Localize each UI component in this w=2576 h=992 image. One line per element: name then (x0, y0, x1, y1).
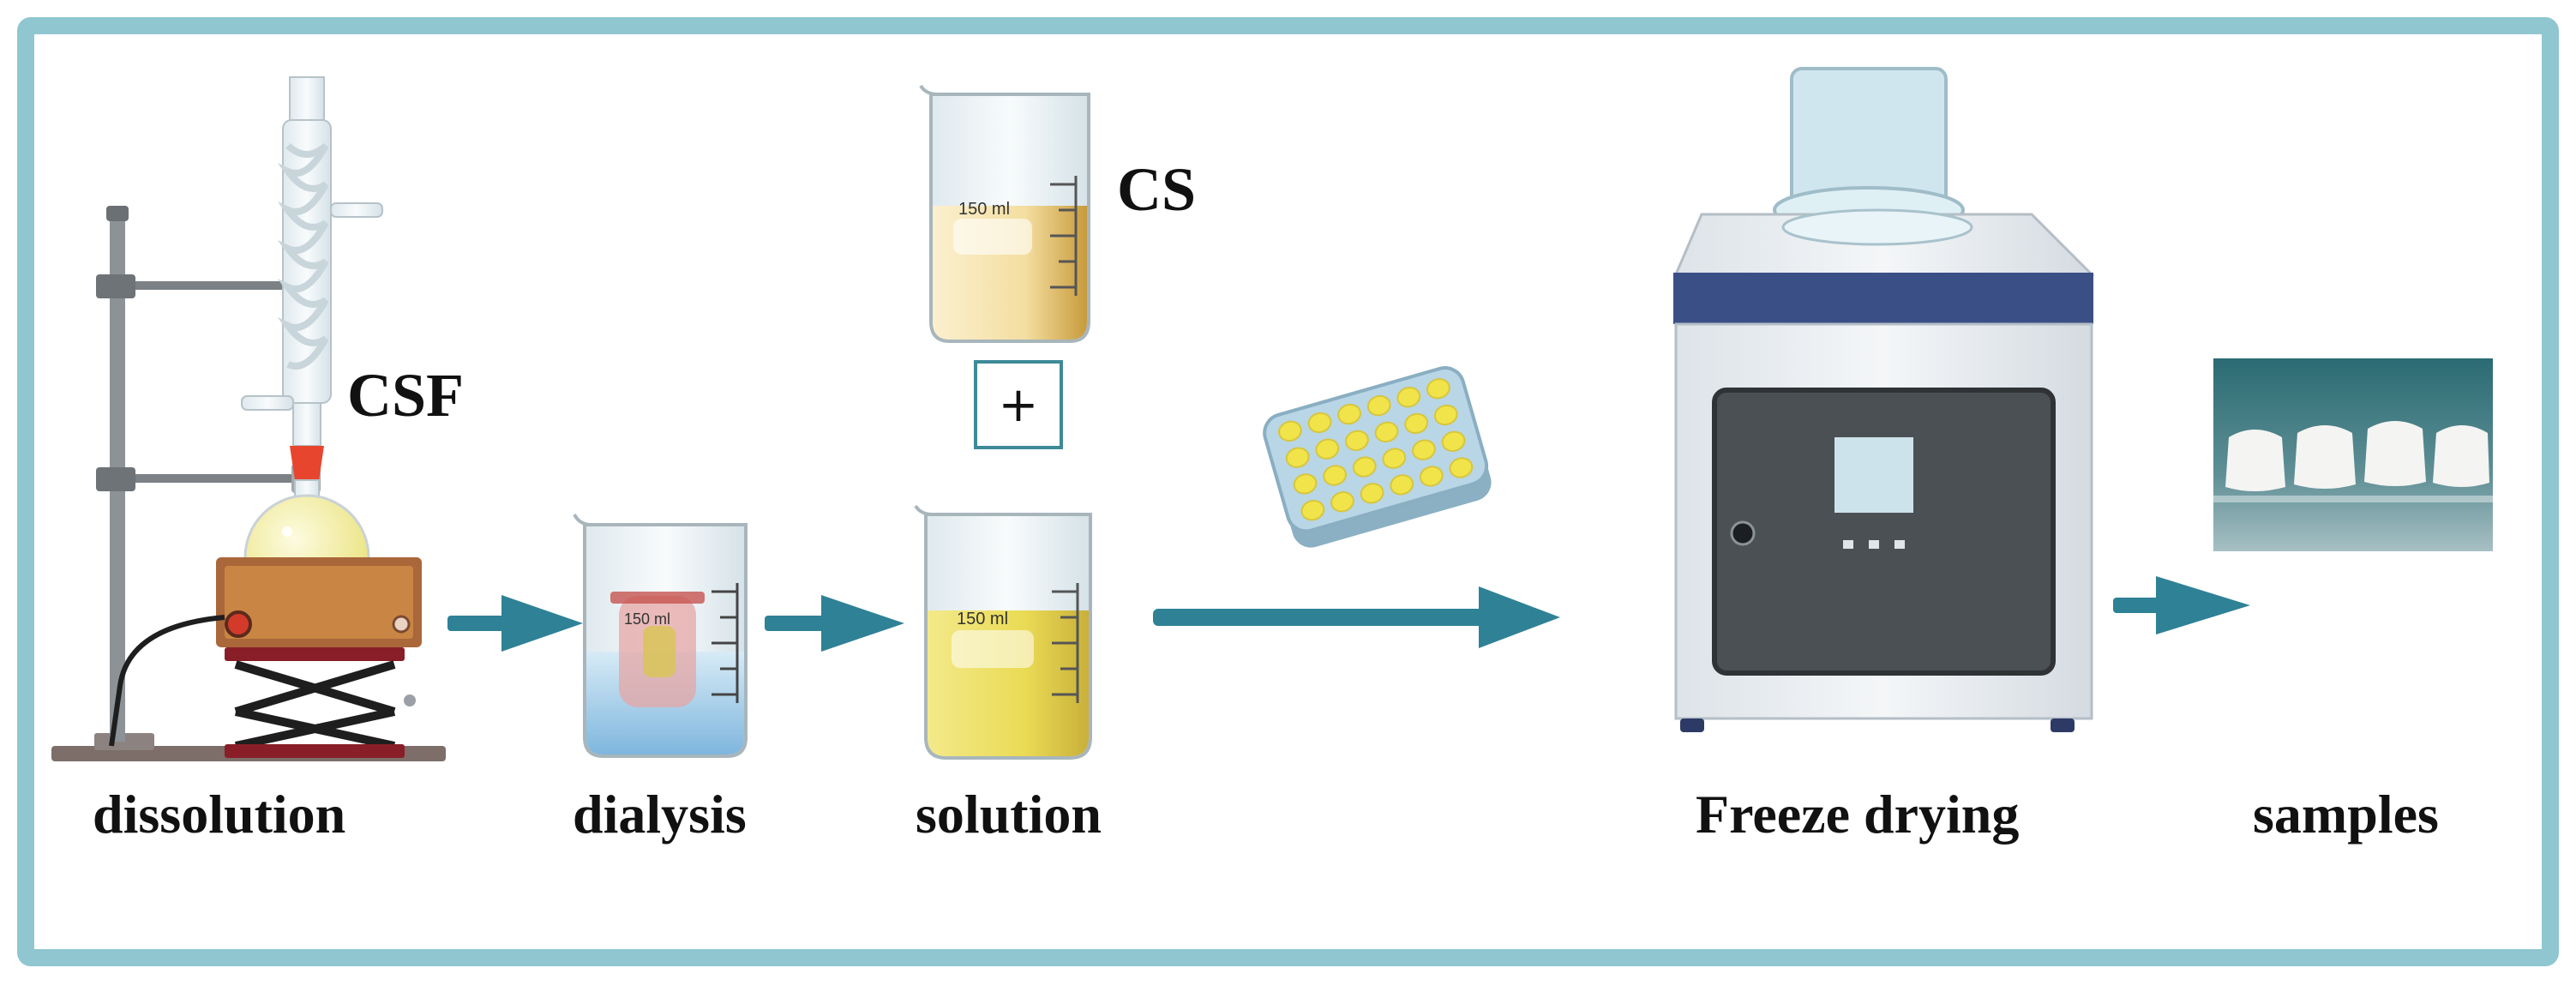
well (1300, 499, 1325, 521)
well (1404, 412, 1429, 435)
dialysis-beaker-icon: 150 ml (573, 514, 748, 758)
plus-icon: + (974, 360, 1063, 449)
dialysis-volume-text: 150 ml (624, 610, 670, 628)
well (1374, 421, 1399, 443)
well (1352, 456, 1377, 478)
reflux-apparatus-icon (51, 76, 446, 761)
arrow-freeze-drying-to-samples (2113, 576, 2250, 634)
cs-volume-text: 150 ml (958, 200, 1010, 219)
well (1360, 483, 1384, 504)
well (1390, 474, 1414, 496)
well (1433, 404, 1458, 426)
well (1396, 387, 1421, 408)
solution-beaker-icon: 150 ml (914, 504, 1092, 760)
process-arrows (447, 576, 2250, 652)
well (1307, 412, 1332, 434)
dialysis-label: dialysis (573, 784, 747, 845)
arrow-solution-to-freeze-drying (1153, 586, 1560, 648)
dissolution-label: dissolution (93, 784, 346, 845)
solution-volume-text: 150 ml (957, 610, 1008, 628)
well (1330, 491, 1354, 513)
freeze-dryer-icon (1673, 67, 2095, 732)
well (1285, 447, 1310, 468)
solution-label: solution (916, 784, 1102, 845)
well (1278, 420, 1302, 442)
well (1366, 394, 1391, 417)
well (1323, 465, 1348, 486)
freeze-drying-label: Freeze drying (1696, 784, 2020, 845)
well (1419, 466, 1444, 487)
arrow-dialysis-to-solution (765, 595, 904, 652)
well (1345, 430, 1369, 451)
well (1426, 378, 1450, 400)
well (1449, 457, 1474, 478)
well (1315, 438, 1340, 460)
well (1382, 448, 1407, 469)
csf-label: CSF (347, 361, 465, 430)
well-plate-icon (1263, 366, 1492, 548)
well (1293, 473, 1318, 495)
samples-label: samples (2253, 784, 2439, 845)
well (1337, 403, 1361, 425)
samples-photo (2213, 358, 2493, 551)
cs-beaker-icon: 150 ml (919, 84, 1090, 343)
cs-label: CS (1117, 155, 1197, 224)
well (1441, 430, 1466, 452)
well (1412, 439, 1436, 460)
arrow-dissolution-to-dialysis (447, 595, 583, 652)
